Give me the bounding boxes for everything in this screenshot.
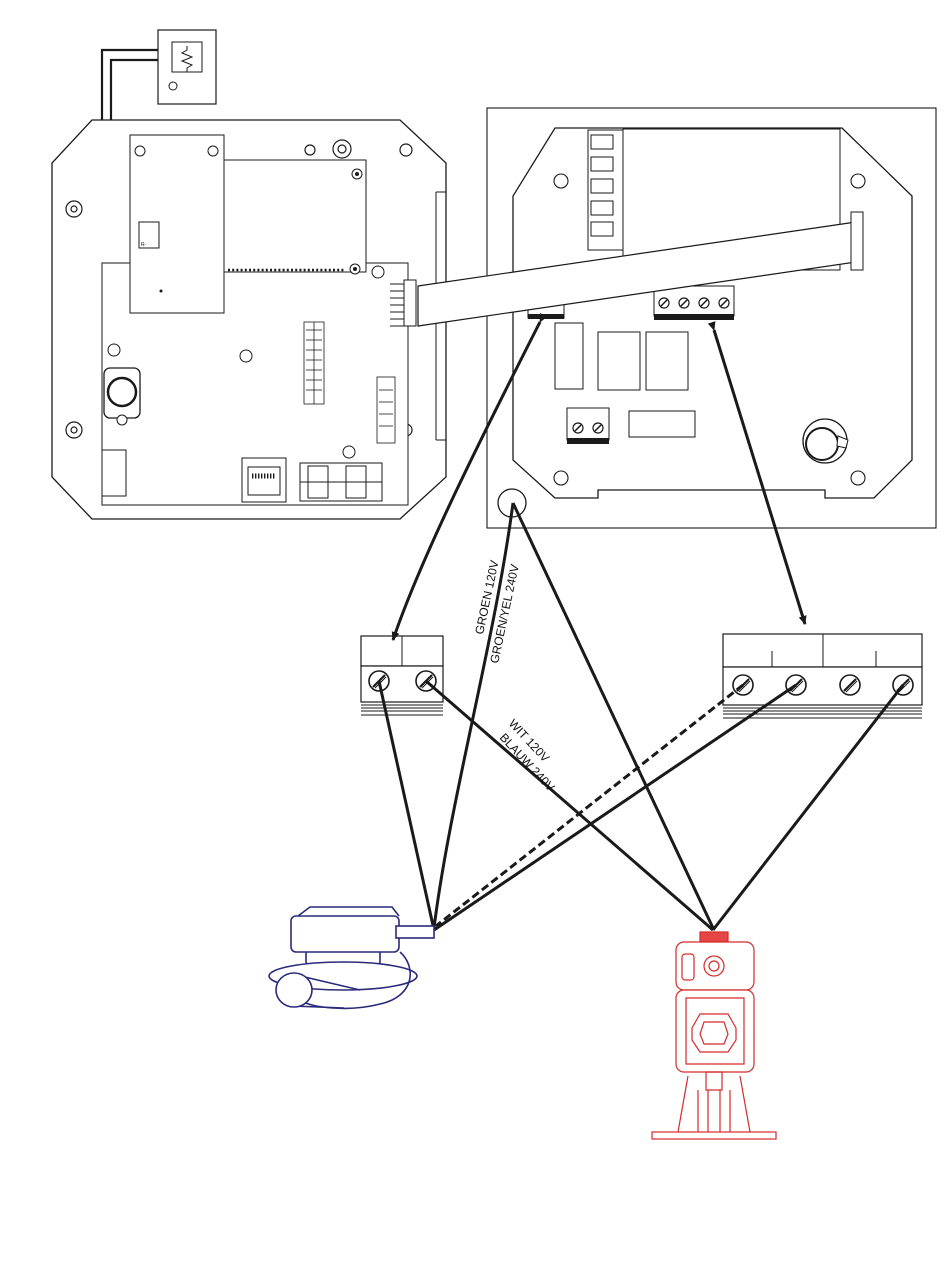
svg-text:R-: R-: [141, 242, 147, 248]
flow-switch-icon: [269, 907, 434, 1008]
wire-label-group-green: GROEN 120V GROEN/YEL 240V: [472, 559, 522, 665]
terminal-block-right: [723, 634, 922, 718]
right-relay-board: [487, 108, 936, 528]
wire-label-group-white: WIT 120V BLAUW 240V: [497, 716, 558, 794]
metering-pump-icon: [652, 932, 776, 1139]
terminal-block-left: [361, 636, 443, 715]
left-controller-board: R-: [52, 120, 446, 519]
sensor-box: [158, 30, 216, 104]
